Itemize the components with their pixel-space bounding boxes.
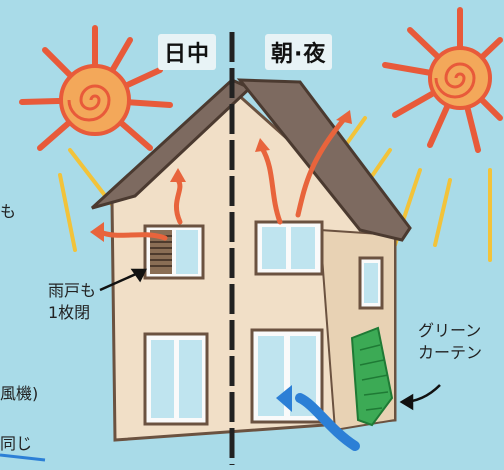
green-curtain-note: グリーン カーテン [418,320,482,364]
rain-shutter-note: 雨戸も 1枚閉 [48,280,96,324]
house [90,78,412,442]
green-curtain-line-1: グリーン [418,321,482,340]
edge-text-2: 風機) [0,384,39,403]
rain-shutter-line-2: 1枚閉 [48,303,91,322]
heat-arrow-icon [97,115,348,241]
underline-mark [0,453,46,462]
airflow-arrow-icon [276,385,360,451]
green-curtain-line-2: カーテン [418,343,483,362]
morning-night-label: 朝·夜 [265,34,333,70]
heat-arrowheads [90,110,352,242]
edge-text-3: 同じ [0,434,33,453]
daytime-label: 日中 [158,34,217,70]
edge-text-1: も [0,202,17,221]
rain-shutter-line-1: 雨戸も [48,281,97,300]
pointer-arrow-icon [99,268,441,411]
sun-right-icon [333,7,503,262]
